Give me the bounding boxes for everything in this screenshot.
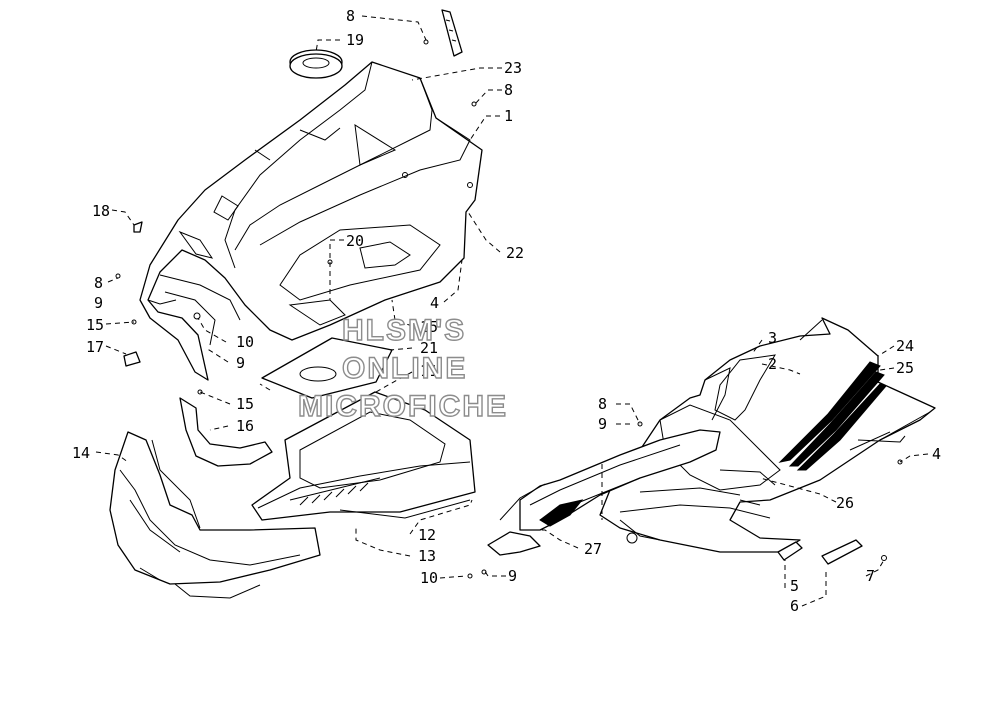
callout-8: 8 xyxy=(504,81,513,99)
callout-5: 5 xyxy=(790,577,799,595)
plate-21 xyxy=(261,337,393,399)
callout-9: 9 xyxy=(508,567,517,585)
bumper-14 xyxy=(109,431,321,599)
callout-14: 14 xyxy=(72,444,90,462)
callout-9: 9 xyxy=(236,354,245,372)
callout-8: 8 xyxy=(598,395,607,413)
leader-lines xyxy=(95,15,929,607)
callout-10: 10 xyxy=(236,333,254,351)
watermark-line-2: ONLINE xyxy=(342,352,467,385)
callout-9: 9 xyxy=(598,415,607,433)
frame-piece-27 xyxy=(487,429,721,556)
callout-8: 8 xyxy=(346,7,355,25)
callout-15: 15 xyxy=(420,318,438,336)
watermark: HLSM'S ONLINE MICROFICHE xyxy=(297,313,508,423)
bracket-23 xyxy=(441,9,463,57)
callout-13: 13 xyxy=(418,547,436,565)
callout-4: 4 xyxy=(430,294,439,312)
callout-6: 6 xyxy=(790,597,799,615)
callout-10: 10 xyxy=(420,569,438,587)
callout-3: 3 xyxy=(768,329,777,347)
callout-12: 12 xyxy=(418,526,436,544)
callout-18: 18 xyxy=(92,202,110,220)
callout-20: 20 xyxy=(346,232,364,250)
side-panel-assembly xyxy=(599,317,936,561)
callout-23: 23 xyxy=(504,59,522,77)
callout-27: 27 xyxy=(584,540,602,558)
callout-24: 24 xyxy=(896,337,914,355)
gasket-ring xyxy=(289,49,343,79)
callout-19: 19 xyxy=(346,31,364,49)
callout-1: 1 xyxy=(504,107,513,125)
callout-15: 15 xyxy=(86,316,104,334)
callout-26: 26 xyxy=(836,494,854,512)
callout-16: 16 xyxy=(236,417,254,435)
callout-2: 2 xyxy=(768,355,777,373)
callout-25: 25 xyxy=(896,359,914,377)
clip-4 xyxy=(857,435,906,443)
callout-11: 11 xyxy=(420,362,438,380)
callout-labels: 8 19 23 8 1 18 20 22 8 9 4 15 15 10 17 2… xyxy=(72,7,941,615)
callout-7: 7 xyxy=(866,567,875,585)
watermark-line-3: MICROFICHE xyxy=(298,390,508,423)
watermark-line-1: HLSM'S xyxy=(342,314,466,347)
trim-strip-7 xyxy=(821,539,863,565)
hood-assembly xyxy=(139,61,483,381)
callout-15: 15 xyxy=(236,395,254,413)
callout-21: 21 xyxy=(420,339,438,357)
callout-9: 9 xyxy=(94,294,103,312)
bellypan-11 xyxy=(251,391,476,521)
callout-17: 17 xyxy=(86,338,104,356)
callout-8: 8 xyxy=(94,274,103,292)
bracket-16 xyxy=(179,397,273,467)
callout-22: 22 xyxy=(506,244,524,262)
callout-4: 4 xyxy=(932,445,941,463)
